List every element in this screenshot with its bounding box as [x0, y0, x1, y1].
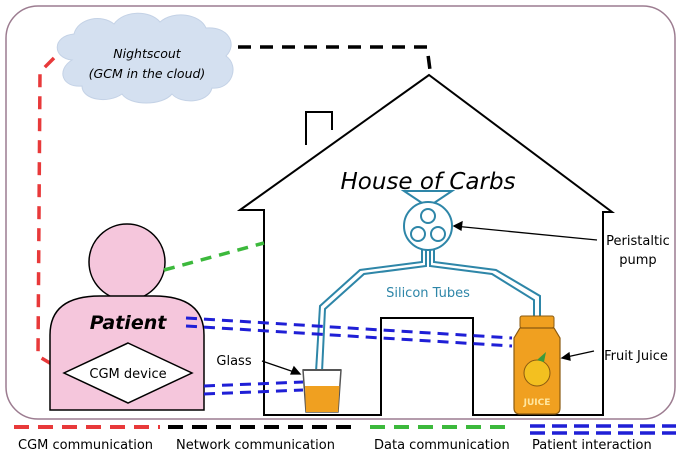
cgm-device [62, 342, 194, 404]
nightscout-cloud [56, 12, 234, 104]
legend-network-label: Network communication [176, 438, 335, 453]
patient-interaction-lines [185, 316, 513, 396]
bottle-label: JUICE [523, 398, 551, 408]
pump-label-line2: pump [619, 253, 656, 268]
cgm-communication-line [36, 56, 71, 377]
juice-bottle-icon [513, 315, 561, 415]
tubes-label: Silicon Tubes [386, 286, 470, 301]
network-communication-line [238, 45, 432, 71]
legend: CGM communication Network communication … [14, 424, 676, 453]
chimney [305, 111, 333, 145]
legend-patient-label: Patient interaction [532, 438, 652, 453]
pump-label-line1: Peristaltic [606, 234, 670, 249]
peristaltic-pump [400, 190, 456, 251]
glass-label: Glass [216, 354, 251, 369]
cloud-subtitle: (GCM in the cloud) [89, 66, 206, 81]
cloud-title: Nightscout [113, 46, 182, 61]
patient-label: Patient [90, 312, 168, 334]
data-communication-line [163, 241, 265, 272]
juice-label: Fruit Juice [604, 349, 668, 364]
cgm-device-label: CGM device [89, 367, 166, 382]
legend-cgm-label: CGM communication [18, 438, 153, 453]
silicon-tubes [315, 250, 541, 373]
outer-frame [5, 5, 676, 420]
annotation-arrows [261, 220, 598, 375]
legend-data-label: Data communication [374, 438, 510, 453]
glass-icon [302, 369, 342, 413]
